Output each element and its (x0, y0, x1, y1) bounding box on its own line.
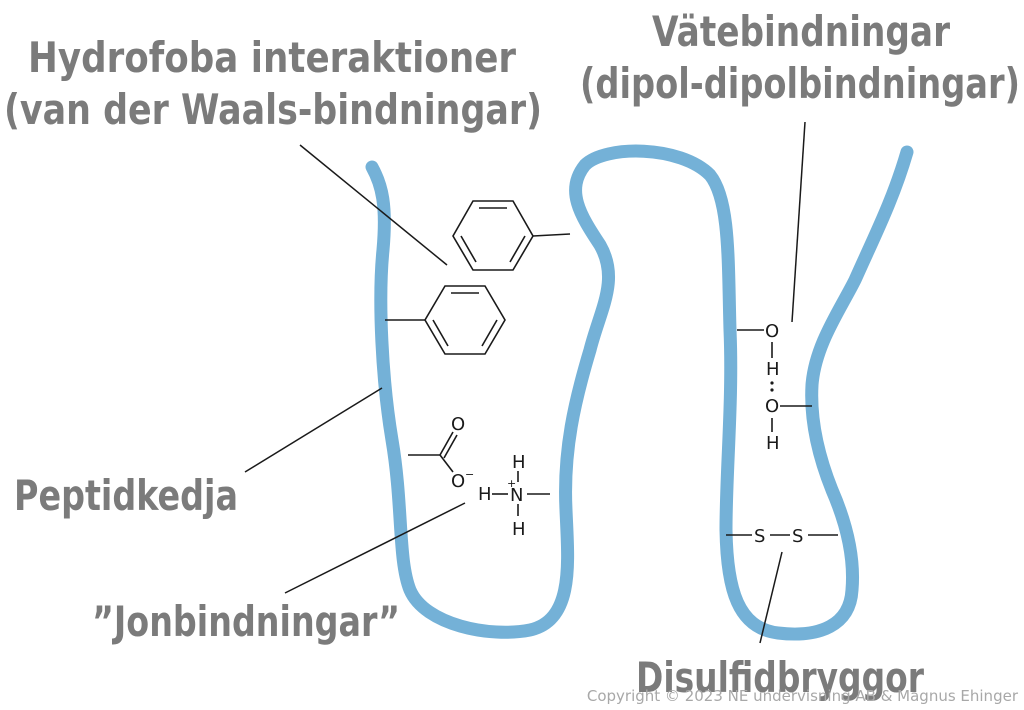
hydroxyl-hydrogen-bond: O H O H (737, 321, 812, 454)
label-hydrophobic-line1: Hydrofoba interaktioner (28, 33, 516, 82)
amine-nitrogen: N (510, 485, 523, 506)
label-peptide-chain: Peptidkedja (14, 471, 238, 520)
benzene-ring-lower (385, 285, 506, 355)
benzene-ring-upper (452, 200, 571, 271)
copyright-notice: Copyright © 2023 NE undervisning AB & Ma… (587, 687, 1019, 705)
label-disulfide-bridges: Disulfidbryggor (636, 653, 924, 702)
disulfide-bridge: S S (726, 526, 838, 547)
hydroxyl-h-top: H (766, 359, 780, 380)
peptide-chain (365, 144, 914, 641)
amine-h-bottom: H (512, 519, 526, 540)
label-hydrophobic-line2: (van der Waals-bindningar) (4, 85, 542, 134)
positive-charge: + (507, 477, 516, 490)
hydrogen-bond-dot-lower (770, 388, 774, 392)
hydroxyl-o-bottom: O (765, 396, 779, 417)
ammonium-group: H H N + H (478, 452, 550, 540)
carboxyl-oxygen: O (451, 414, 465, 435)
leader-ionic (284, 502, 466, 594)
leader-hydrophobic (299, 144, 448, 266)
amine-h-left: H (478, 484, 492, 505)
leader-peptide (244, 387, 383, 473)
label-hydrogen-line2: (dipol-dipolbindningar) (580, 59, 1020, 108)
leader-hydrogen (791, 121, 806, 323)
sulfur-left: S (754, 526, 765, 547)
hydroxyl-o-top: O (765, 321, 779, 342)
hydrogen-bond-dot-upper (770, 381, 774, 385)
amine-h-top: H (512, 452, 526, 473)
label-ionic-bonds: ”Jonbindningar” (92, 597, 400, 646)
sulfur-right: S (792, 526, 803, 547)
label-hydrogen-line1: Vätebindningar (652, 7, 950, 56)
carboxylate-group: O O − (408, 414, 474, 492)
hydroxyl-h-bottom: H (766, 433, 780, 454)
negative-charge: − (465, 468, 474, 481)
leader-disulfide (759, 551, 783, 644)
carboxylate-oxygen: O (451, 471, 465, 492)
